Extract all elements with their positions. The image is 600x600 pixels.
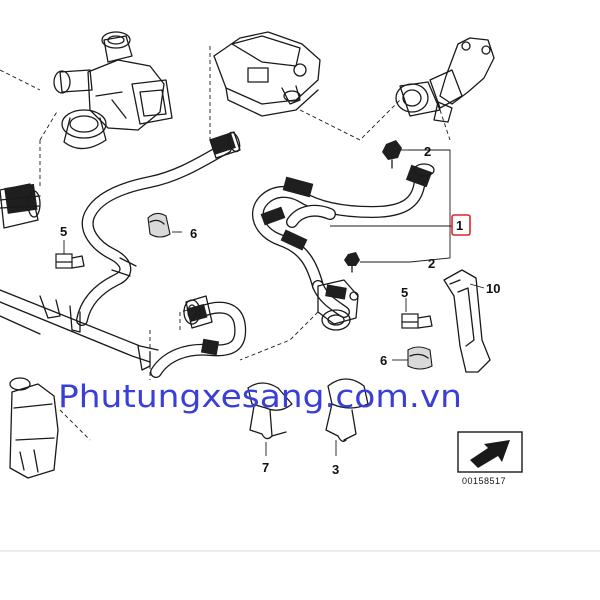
main-hose-assembly bbox=[252, 163, 435, 331]
water-pipe-flange bbox=[395, 37, 495, 123]
engine-mount-block bbox=[213, 31, 321, 117]
clamp-7 bbox=[247, 382, 293, 440]
callout-3: 3 bbox=[332, 462, 339, 477]
screw-left bbox=[55, 253, 85, 269]
callout-2-lower: 2 bbox=[428, 256, 435, 271]
expansion-tank bbox=[9, 377, 59, 479]
callout-5-right: 5 bbox=[401, 285, 408, 300]
callout-10: 10 bbox=[486, 281, 500, 296]
left-hose-connector bbox=[0, 183, 41, 229]
clamp-3 bbox=[325, 378, 369, 442]
radiator-hose-lower bbox=[150, 295, 247, 378]
clip-right bbox=[407, 346, 433, 370]
callout-5-left: 5 bbox=[60, 224, 67, 239]
callout-7: 7 bbox=[262, 460, 269, 475]
reference-number: 00158517 bbox=[462, 476, 506, 486]
mounting-bracket bbox=[443, 269, 491, 373]
thermostat-housing bbox=[53, 31, 173, 150]
highlight-box-part-1 bbox=[451, 214, 471, 236]
bolt-lower bbox=[344, 252, 360, 273]
callout-1: 1 bbox=[456, 218, 463, 233]
radiator-hose-left bbox=[76, 131, 241, 326]
arrow-icon bbox=[470, 440, 510, 468]
watermark-text: Phutungxesang.com.vn bbox=[58, 379, 462, 415]
callout-2-upper: 2 bbox=[424, 144, 431, 159]
leader-lines bbox=[0, 46, 485, 456]
reference-icon-box bbox=[457, 431, 523, 473]
frame-rails bbox=[0, 289, 159, 371]
clip-left bbox=[147, 212, 171, 238]
callout-6-left: 6 bbox=[190, 226, 197, 241]
callout-6-right: 6 bbox=[380, 353, 387, 368]
screw-right bbox=[401, 313, 433, 329]
bolt-upper bbox=[382, 140, 402, 169]
